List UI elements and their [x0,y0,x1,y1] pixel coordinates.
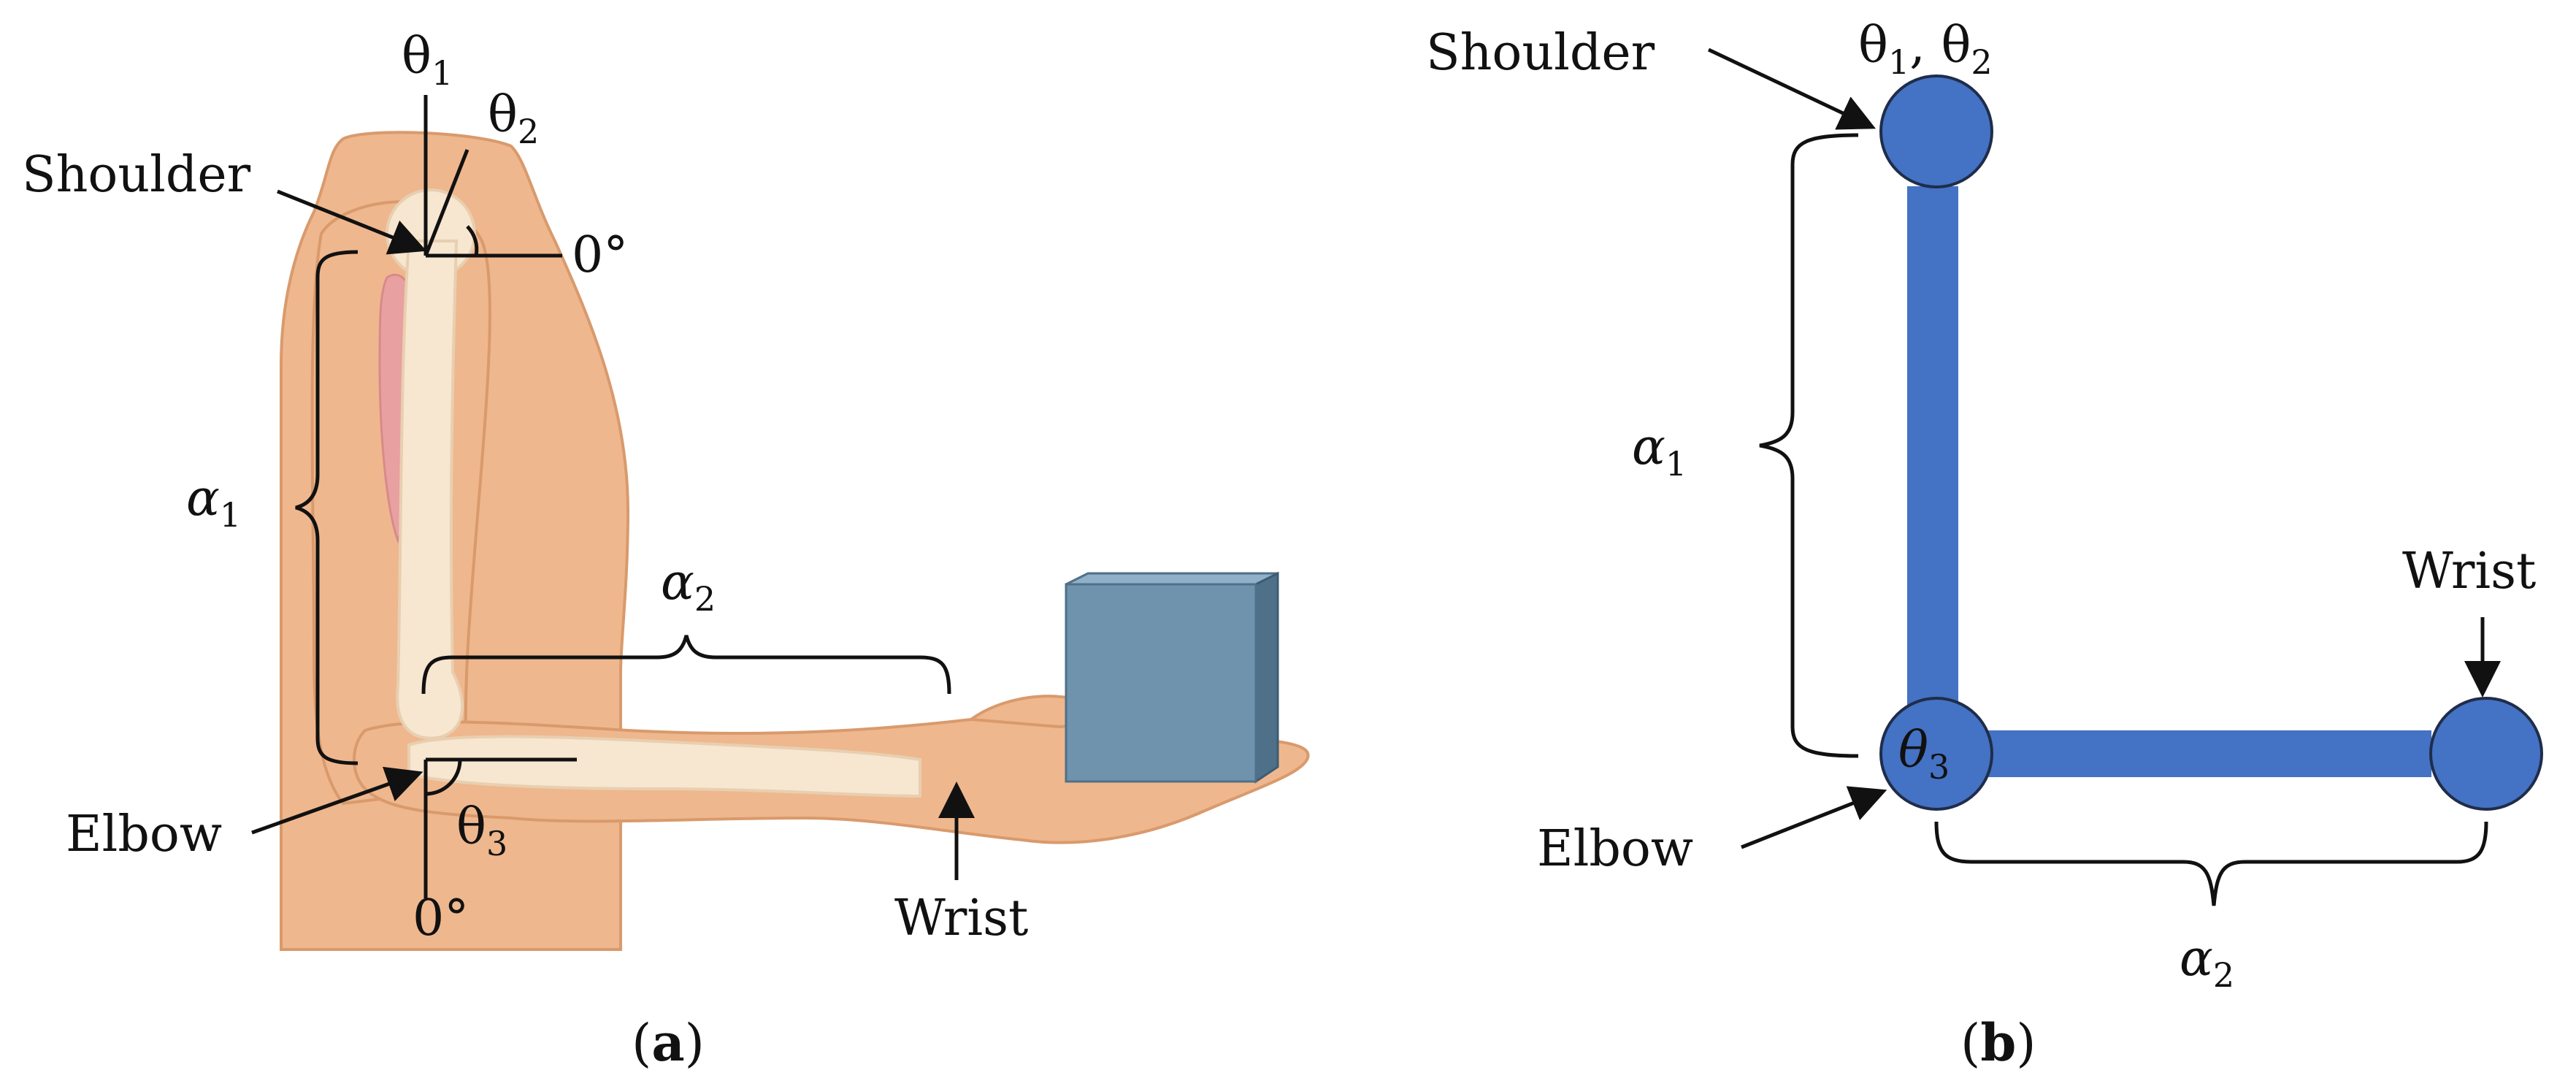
theta3-label-b: θ3 [1898,722,1950,787]
panel-a-illustration [280,131,1310,951]
alpha2-label-a: α2 [661,554,716,619]
panel-b-labels: Shoulder θ1, θ2 α1 Wrist θ3 Elbow α2 (b) [1426,17,2536,1073]
box-front [1065,583,1257,783]
elbow-label-a: Elbow [66,806,222,863]
lower-link [1986,730,2431,777]
wrist-label-b: Wrist [2402,543,2536,600]
wrist-joint [2429,697,2543,811]
panel-b-model [1879,74,2543,811]
box-top [1065,572,1279,586]
panel-a-caption: (a) [632,1012,705,1073]
alpha1-label-b: α1 [1632,419,1687,484]
shoulder-joint [1879,74,1993,188]
shoulder-zero-label: 0° [572,226,628,284]
elbow-label-b: Elbow [1537,820,1693,878]
alpha2-brace-b [1934,821,2488,906]
elbow-zero-label: 0° [413,890,469,947]
forearm-bones [407,735,921,798]
shoulder-arrow [277,189,427,255]
shoulder-label-b: Shoulder [1426,24,1655,82]
shoulder-label-a: Shoulder [22,146,251,204]
panel-b-caption: (b) [1960,1012,2036,1073]
wrist-label-a: Wrist [894,890,1028,947]
box-side [1254,571,1279,784]
humerus-bone [396,240,464,740]
panel-b-annotations [1707,47,2501,906]
panel-a-annotations [251,95,975,898]
theta12-label: θ1, θ2 [1858,17,1993,82]
elbow-arrow [251,766,423,835]
alpha1-brace-b [1759,133,1859,758]
theta3-label-a: θ3 [456,798,507,863]
elbow-arrow-b [1741,786,1887,849]
theta2-label: θ2 [488,86,539,151]
alpha1-label-a: α1 [186,470,241,535]
panel-a-labels: θ1 θ2 Shoulder 0° α1 α2 Elbow θ3 0° Wris… [22,28,1028,1073]
alpha2-label-b: α2 [2180,930,2234,995]
upper-link [1907,186,1958,756]
theta2-line [423,149,469,256]
alpha1-brace [295,250,359,765]
theta2-arc [466,225,479,256]
shoulder-arrow-b [1707,47,1877,130]
elbow-joint [1879,697,1993,811]
theta3-arc [425,759,462,796]
theta1-label: θ1 [402,28,453,93]
alpha2-brace [421,635,951,695]
